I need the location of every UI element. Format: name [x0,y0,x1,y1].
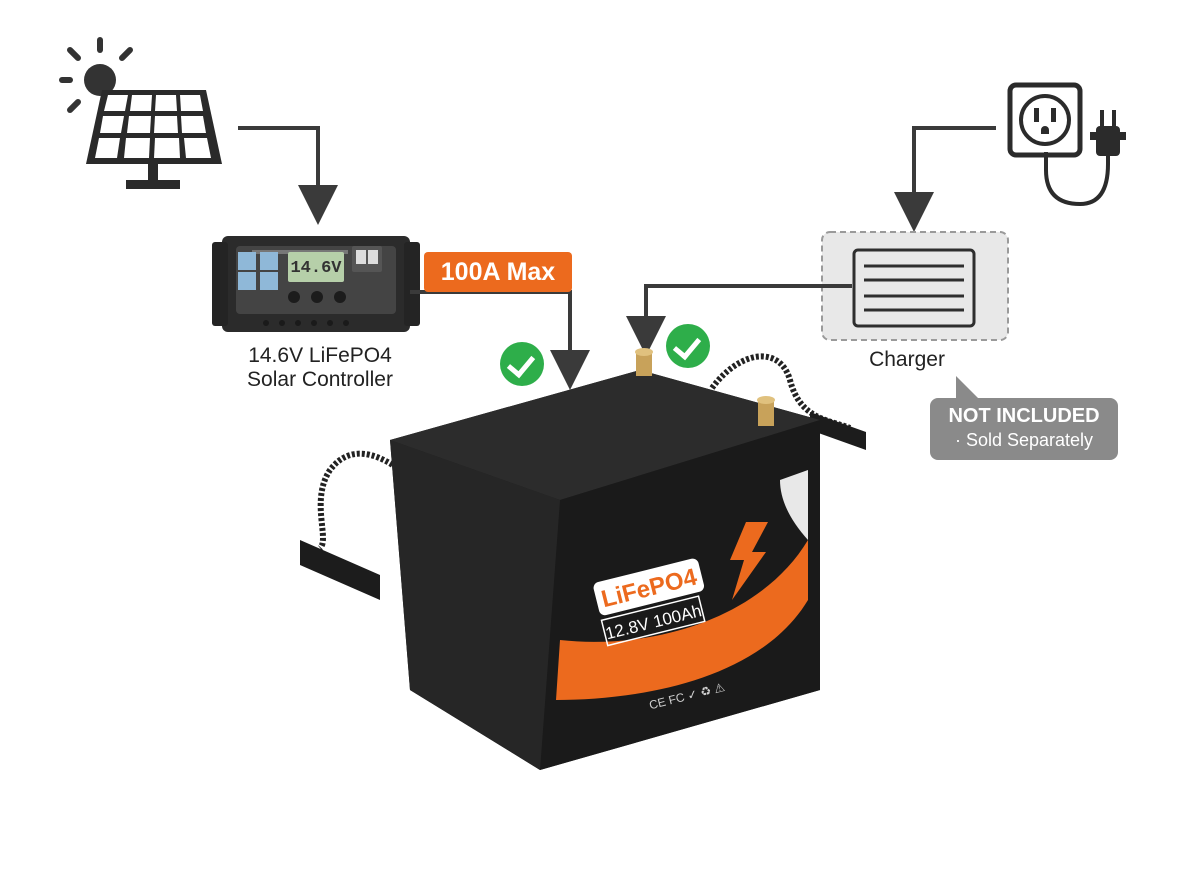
wall-outlet-icon [1007,82,1083,158]
arrow-charger-to-battery [626,284,852,356]
solar-panel-icon [86,90,222,189]
checkmark-icon [666,324,710,368]
arrow-panel-to-controller [238,126,338,225]
controller-label-line1: 14.6V LiFePO4 [248,344,392,367]
checkmark-icon [500,342,544,386]
charger-label: Charger [869,348,945,371]
controller-label: 14.6V LiFePO4 Solar Controller [205,344,435,392]
lightning-icon [730,522,768,600]
sun-icon [59,37,133,113]
not-included-subtitle: · Sold Separately [954,430,1094,450]
battery: LiFePO4 12.8V 100Ah CE FC ✓ ♻ ⚠ [300,348,866,770]
arrow-outlet-to-charger [894,126,996,232]
not-included-title: NOT INCLUDED [948,405,1100,427]
arrow-controller-to-battery [410,290,590,390]
controller-label-line2: Solar Controller [247,368,393,391]
plug-icon [1044,110,1126,207]
controller-screen-reading: 14.6V [290,259,342,278]
solar-controller: 14.6V [212,236,420,332]
not-included-note: NOT INCLUDED · Sold Separately [930,376,1118,460]
max-current-badge: 100A Max [424,252,572,292]
